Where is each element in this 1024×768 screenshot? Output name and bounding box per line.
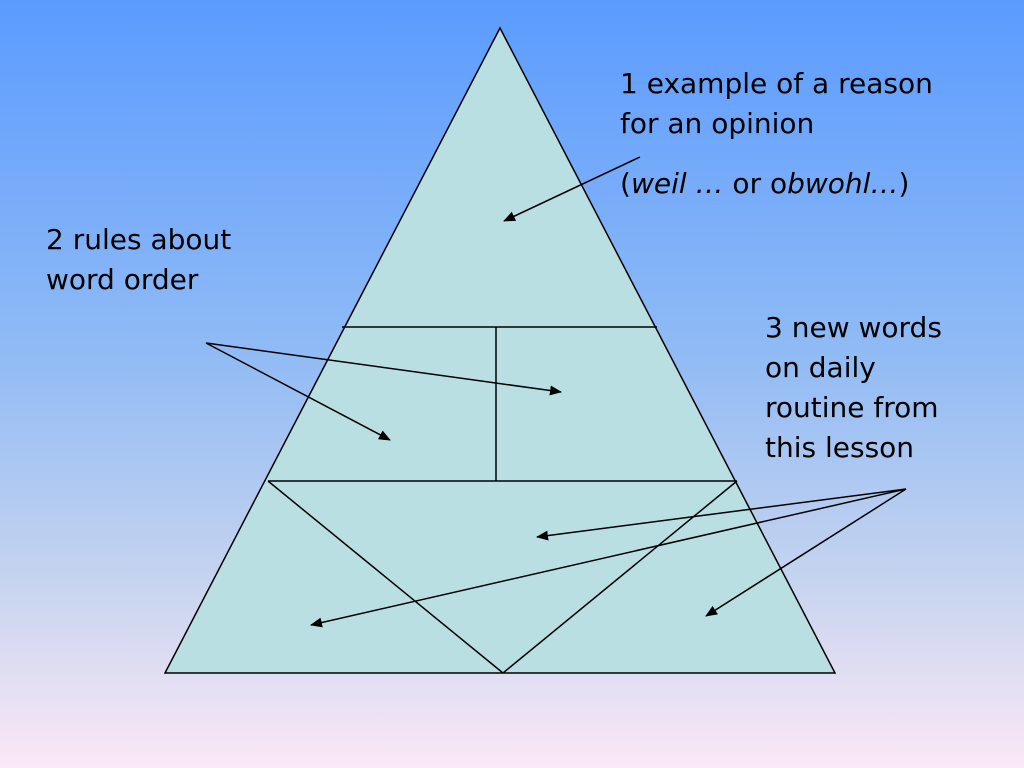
arrow-left-label-1	[205, 342, 391, 441]
arrow-right-label-2	[310, 488, 907, 628]
weil-text: weil …	[630, 167, 724, 200]
bottom-tier-label-line-2: on daily	[765, 351, 876, 384]
obwohl-text: bwohl…	[787, 167, 899, 200]
bottom-tier-label: 3 new words on daily routine from this l…	[765, 308, 942, 468]
bottom-tier-diagonal-right	[502, 480, 738, 674]
or-text: or o	[723, 167, 788, 200]
top-tier-label-line-3: (weil … or obwohl…)	[620, 164, 933, 204]
middle-tier-label-line-2: word order	[46, 263, 199, 296]
middle-tier-label-line-1: 2 rules about	[46, 223, 232, 256]
paren-close: )	[898, 167, 910, 200]
pyramid-outline	[163, 26, 837, 674]
top-tier-label-line-2: for an opinion	[620, 107, 815, 140]
arrow-right-label-3	[705, 488, 907, 617]
top-tier-label: 1 example of a reason for an opinion (we…	[620, 64, 933, 204]
bottom-tier-label-line-4: this lesson	[765, 431, 915, 464]
bottom-tier-diagonal-left	[267, 480, 504, 674]
paren-open: (	[620, 167, 631, 200]
arrow-top-label	[503, 156, 641, 222]
bottom-tier-label-line-3: routine from	[765, 391, 939, 424]
arrow-left-label-2	[205, 342, 562, 396]
arrow-right-label-1	[536, 488, 907, 541]
top-tier-label-line-1: 1 example of a reason	[620, 67, 933, 100]
middle-tier-label: 2 rules about word order	[46, 220, 231, 300]
bottom-tier-label-line-1: 3 new words	[765, 311, 942, 344]
